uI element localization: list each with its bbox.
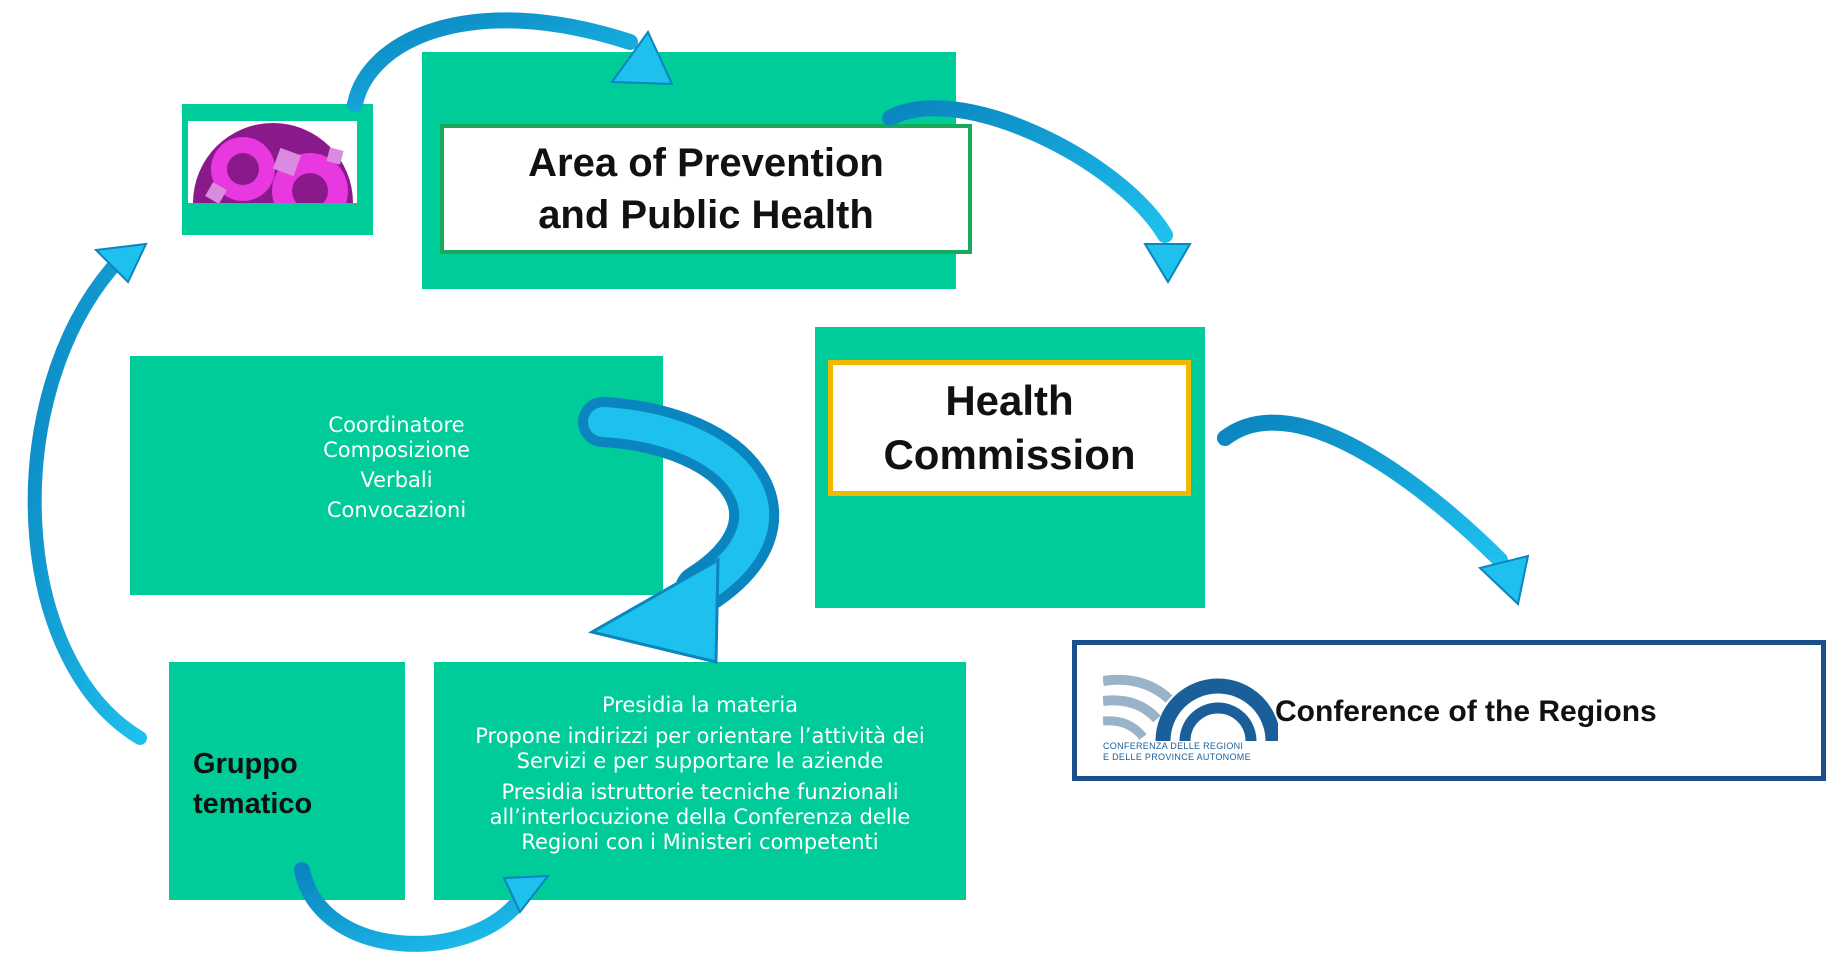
conference-logo-icon <box>1103 674 1278 742</box>
conference-logo-caption-line2: E DELLE PROVINCE AUTONOME <box>1103 752 1251 762</box>
logo-image <box>188 121 357 203</box>
arrow-area-to-health <box>882 100 1192 284</box>
gruppo-label-line1: Gruppo <box>193 748 298 780</box>
area-title-line1: Area of Prevention <box>528 141 884 185</box>
tasks-box <box>434 662 966 900</box>
arrow-gruppo-to-logo <box>27 242 148 745</box>
gruppo-label-line2: tematico <box>193 788 313 820</box>
task-item-3-line1: Presidia istruttorie tecniche funzionali <box>501 780 899 804</box>
gruppo-box <box>169 662 405 900</box>
info-list: Coordinatore Composizione Verbali Convoc… <box>130 413 663 523</box>
arrow-health-to-conference <box>1217 414 1530 606</box>
gears-icon <box>193 123 353 203</box>
info-box <box>130 356 663 595</box>
task-item-2-line1: Propone indirizzi per orientare l’attivi… <box>475 724 925 748</box>
info-item-coordinatore: Coordinatore <box>328 413 465 437</box>
info-item-verbali: Verbali <box>360 468 433 492</box>
area-title-line2: and Public Health <box>538 193 874 237</box>
task-item-3-line2: all’interlocuzione della Conferenza dell… <box>489 805 911 829</box>
conference-box: CONFERENZA DELLE REGIONI E DELLE PROVINC… <box>1072 640 1826 781</box>
arrow-logo-to-area <box>347 12 674 112</box>
tasks-list: Presidia la materia Propone indirizzi pe… <box>434 693 966 855</box>
health-title-line1: Health <box>945 377 1074 424</box>
arrow-gruppo-to-tasks <box>294 862 551 952</box>
health-title-line2: Commission <box>883 431 1136 478</box>
health-title-frame: Health Commission <box>828 360 1191 496</box>
gruppo-label: Gruppo tematico <box>193 744 312 824</box>
arrow-info-to-tasks <box>578 397 780 664</box>
task-item-2: Propone indirizzi per orientare l’attivi… <box>434 724 966 774</box>
task-item-1: Presidia la materia <box>601 693 799 717</box>
task-item-3: Presidia istruttorie tecniche funzionali… <box>434 780 966 855</box>
info-item-composizione: Composizione <box>323 438 470 462</box>
area-title-frame: Area of Prevention and Public Health <box>440 124 972 254</box>
conference-title: Conference of the Regions <box>1275 695 1657 728</box>
conference-logo-caption-line1: CONFERENZA DELLE REGIONI <box>1103 741 1244 751</box>
info-item-convocazioni: Convocazioni <box>326 498 467 522</box>
task-item-2-line2: Servizi e per supportare le aziende <box>516 749 884 773</box>
task-item-3-line3: Regioni con i Ministeri competenti <box>521 830 879 854</box>
